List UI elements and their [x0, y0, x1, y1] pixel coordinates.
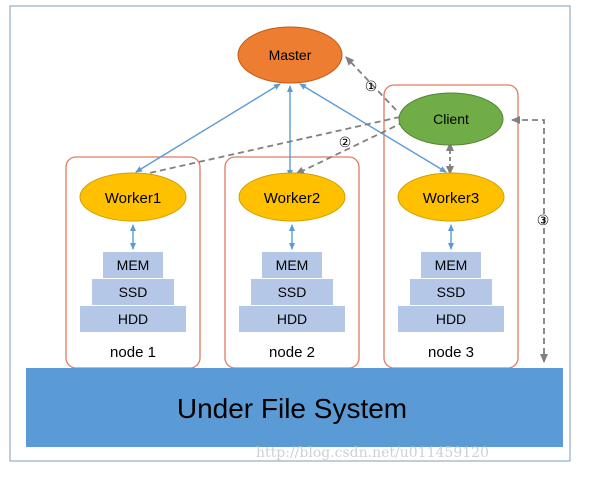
- dashed-client-worker1: [135, 116, 401, 177]
- step-marker-3: ③: [537, 213, 550, 229]
- step-marker-1: ①: [365, 79, 378, 95]
- worker2-label: Worker2: [264, 190, 320, 207]
- watermark-text: http://blog.csdn.net/u011459120: [256, 445, 489, 461]
- node1-mem-label: MEM: [117, 257, 150, 273]
- worker1-node: [79, 172, 187, 222]
- node1-hdd-label: HDD: [118, 311, 148, 327]
- dashed-client-master: [345, 56, 397, 111]
- worker1-label: Worker1: [105, 190, 161, 207]
- client-node: [398, 92, 504, 146]
- worker3-label: Worker3: [423, 190, 479, 207]
- node3-hdd-label: HDD: [436, 311, 466, 327]
- node3-mem-tier: [421, 252, 481, 278]
- master-label: Master: [269, 47, 312, 63]
- node2-mem-tier: [262, 252, 322, 278]
- arrow-master-worker3: [299, 83, 447, 173]
- worker2-node: [238, 172, 346, 222]
- ufs-label: Under File System: [177, 393, 407, 424]
- node3-ssd-label: SSD: [437, 284, 466, 300]
- node3-mem-label: MEM: [435, 257, 468, 273]
- dashed-client-ufs: [511, 116, 548, 363]
- master-node: [237, 26, 343, 84]
- node2-ssd-tier: [251, 279, 333, 305]
- client-label: Client: [433, 111, 469, 127]
- arrow-master-worker1: [135, 83, 281, 173]
- node3-ssd-tier: [410, 279, 492, 305]
- node1-hdd-tier: [80, 306, 186, 332]
- ufs-bar: [26, 368, 563, 447]
- node3-label: node 3: [428, 344, 474, 361]
- node2-hdd-label: HDD: [277, 311, 307, 327]
- node3-hdd-tier: [398, 306, 504, 332]
- node1-ssd-label: SSD: [119, 284, 148, 300]
- node2-mem-label: MEM: [276, 257, 309, 273]
- node1-label: node 1: [110, 344, 156, 361]
- node2-hdd-tier: [239, 306, 345, 332]
- worker3-node: [397, 172, 505, 222]
- node2-label: node 2: [269, 344, 315, 361]
- node2-ssd-label: SSD: [278, 284, 307, 300]
- step-marker-2: ②: [339, 135, 352, 151]
- node1-ssd-tier: [92, 279, 174, 305]
- node1-mem-tier: [103, 252, 163, 278]
